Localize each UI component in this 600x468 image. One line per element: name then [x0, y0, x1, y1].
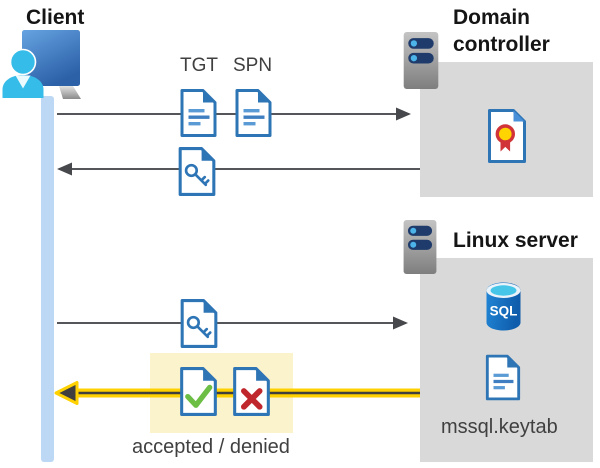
tgt-document-icon [180, 89, 217, 137]
domain-controller-server-icon [403, 32, 439, 89]
tgt-label: TGT [180, 55, 218, 76]
client-lifeline [41, 96, 54, 462]
key-document-icon-to-linux [180, 299, 218, 348]
result-label: accepted / denied [132, 436, 290, 458]
client-title: Client [26, 6, 85, 29]
denied-x-document-icon [233, 367, 270, 416]
keytab-label: mssql.keytab [441, 416, 558, 438]
accepted-check-document-icon [180, 367, 217, 416]
sql-database-label: SQL [490, 304, 518, 319]
certificate-icon [488, 109, 526, 163]
domain-controller-title: Domain controller [453, 6, 550, 56]
client-computer-icon [2, 30, 81, 99]
keytab-document-icon [485, 354, 521, 401]
linux-server-icon [403, 219, 437, 275]
spn-document-icon [235, 89, 272, 137]
sql-database-icon: SQL [486, 282, 521, 331]
key-document-icon-dc-reply [178, 147, 216, 196]
linux-server-title: Linux server [453, 229, 578, 252]
spn-label: SPN [233, 55, 273, 76]
